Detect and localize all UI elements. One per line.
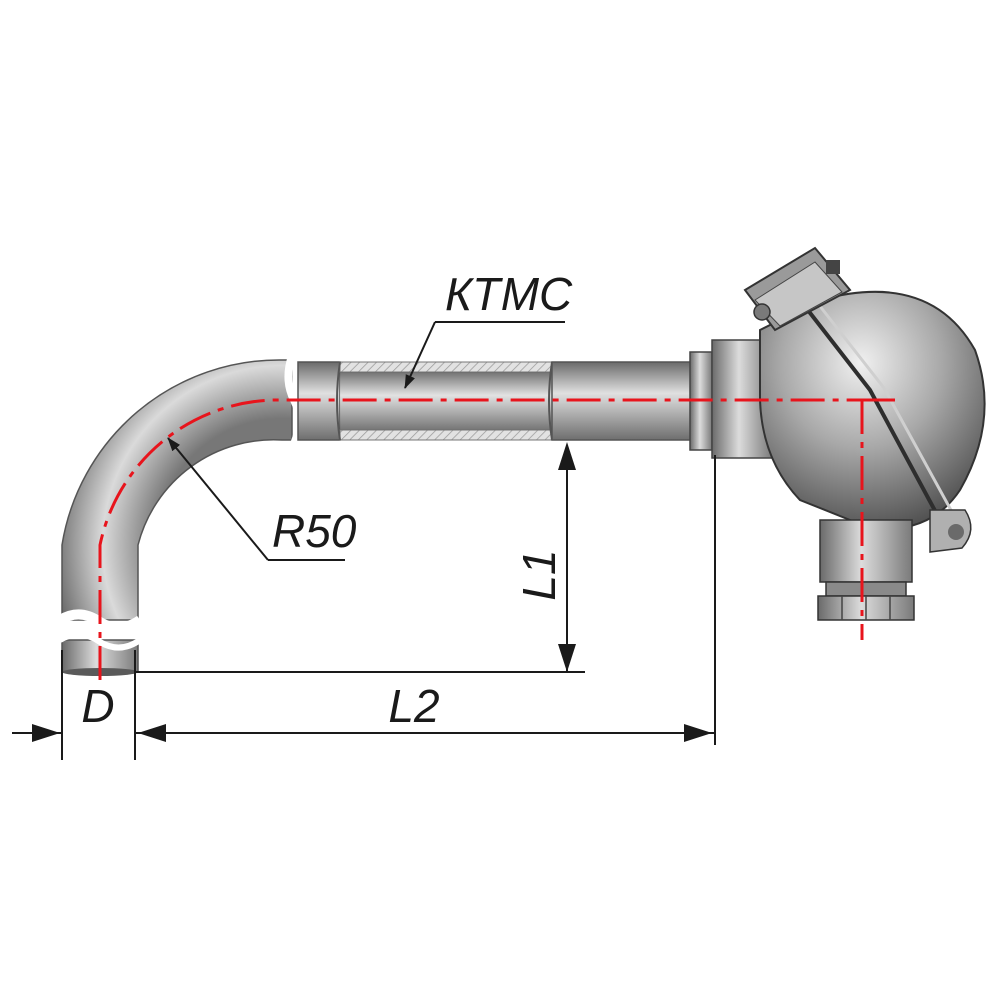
connection-head (743, 246, 986, 621)
centerlines (98, 398, 895, 680)
dimension-l1 (135, 442, 585, 673)
cable-label: КТМС (445, 268, 573, 320)
dimension-d (12, 650, 136, 760)
d-label: D (81, 680, 114, 732)
l1-label: L1 (513, 549, 565, 600)
radius-label: R50 (272, 505, 357, 557)
cable-leader (404, 321, 565, 389)
radius-leader (167, 437, 345, 561)
l2-label: L2 (388, 680, 439, 732)
dimension-l2 (135, 455, 716, 745)
bent-tube (57, 359, 293, 676)
